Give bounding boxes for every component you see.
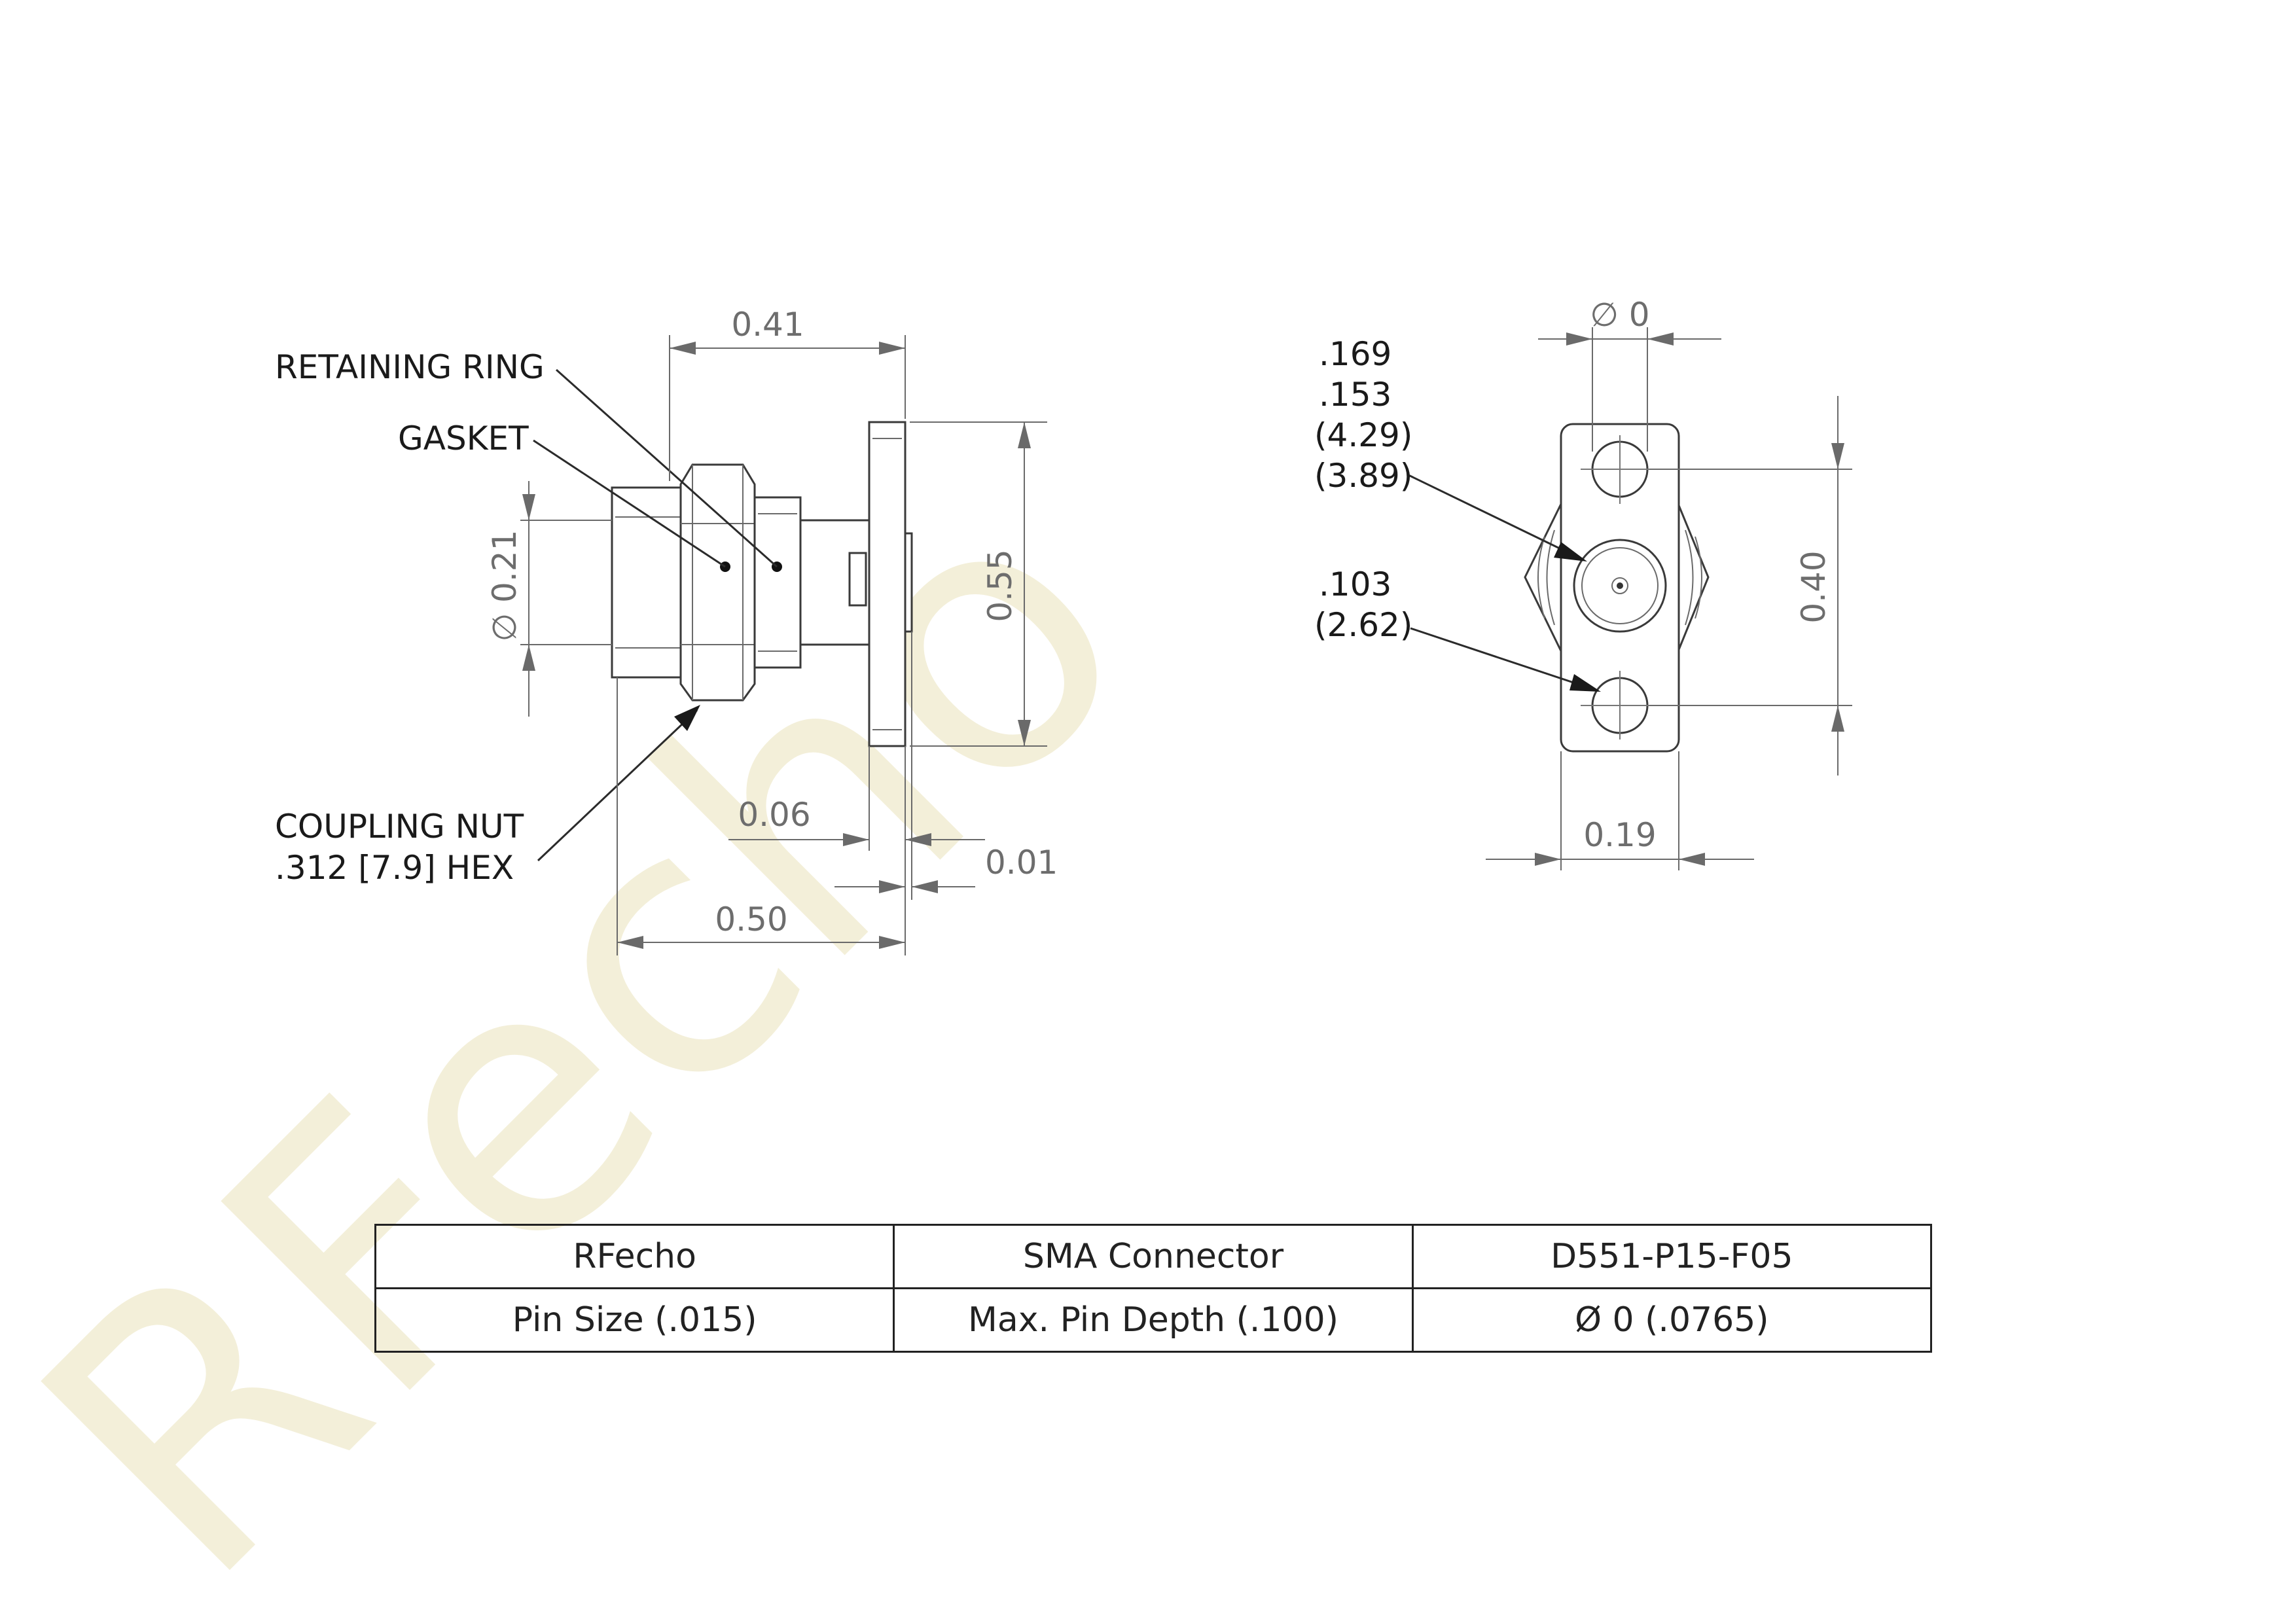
title-part-number: D551-P15-F05 <box>1411 1224 1933 1289</box>
pin-stub <box>904 532 913 633</box>
gasket-label: GASKET <box>398 419 529 457</box>
retaining-ring <box>753 496 802 669</box>
center-pin <box>1617 582 1623 589</box>
bore-dim-169: .169 <box>1319 335 1391 373</box>
dim-hole-dia: ∅ 0 <box>1590 296 1649 334</box>
dim-001: 0.01 <box>985 844 1058 882</box>
bore-dim-389: (3.89) <box>1314 457 1412 495</box>
spec-diameter: Ø 0 (.0765) <box>1411 1287 1933 1353</box>
bore-dim-153: .153 <box>1319 376 1391 414</box>
coupling-nut-label: COUPLING NUT <box>275 808 524 846</box>
title-row: RFecho SMA Connector D551-P15-F05 <box>374 1224 1933 1289</box>
front-view: ∅ 0 0.40 0.19 .169 .153 (4.29) (3.89) .1… <box>1314 296 1852 870</box>
spec-pin-depth: Max. Pin Depth (.100) <box>893 1287 1414 1353</box>
dim-dia-021: ∅ 0.21 <box>486 530 524 642</box>
rear-body <box>611 486 685 679</box>
title-company: RFecho <box>374 1224 895 1289</box>
spec-pin-size: Pin Size (.015) <box>374 1287 895 1353</box>
title-product: SMA Connector <box>893 1224 1414 1289</box>
spec-row: Pin Size (.015) Max. Pin Depth (.100) Ø … <box>374 1287 1933 1353</box>
title-block: RFecho SMA Connector D551-P15-F05 Pin Si… <box>374 1224 1933 1353</box>
bore-dim-429: (4.29) <box>1314 416 1412 454</box>
dim-050: 0.50 <box>715 901 787 938</box>
flange <box>868 421 906 747</box>
notch <box>848 552 867 607</box>
retaining-ring-label: RETAINING RING <box>275 348 545 386</box>
coupling-nut-hex-label: .312 [7.9] HEX <box>275 849 514 887</box>
dim-040: 0.40 <box>1795 550 1833 623</box>
side-view: RETAINING RING GASKET COUPLING NUT .312 … <box>275 306 1058 955</box>
dim-019: 0.19 <box>1583 816 1656 854</box>
hole-dim-103: .103 <box>1319 565 1391 603</box>
dim-041: 0.41 <box>731 306 804 344</box>
hole-dim-262: (2.62) <box>1314 606 1412 644</box>
coupling-nut <box>679 463 756 702</box>
dim-006: 0.06 <box>738 796 810 834</box>
dim-055: 0.55 <box>981 549 1019 622</box>
